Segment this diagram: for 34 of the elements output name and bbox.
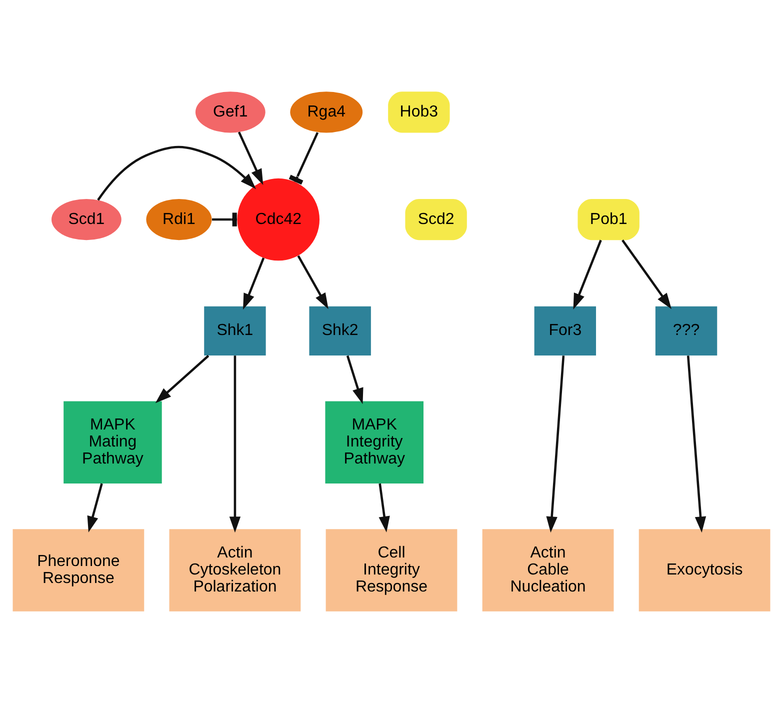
node-box: Shk1 xyxy=(204,306,266,355)
node-box: Cell Integrity Response xyxy=(326,528,458,611)
arrow xyxy=(229,355,241,532)
node-box: For3 xyxy=(534,306,596,355)
node-ellipse: Gef1 xyxy=(195,91,266,132)
arrow xyxy=(686,355,706,532)
node-box: Pheromone Response xyxy=(12,528,144,611)
arrow xyxy=(238,131,264,185)
connector xyxy=(212,212,237,226)
node-ellipse: Rdi1 xyxy=(146,198,212,240)
arrow xyxy=(622,239,672,309)
arrow xyxy=(243,257,265,310)
arrow xyxy=(155,354,210,403)
node-box: Pob1 xyxy=(578,198,640,240)
node-ellipse: Scd1 xyxy=(52,198,122,240)
arrow xyxy=(97,145,256,200)
arrow xyxy=(87,482,103,532)
node-box: Scd2 xyxy=(405,198,467,240)
node-box: Actin Cable Nucleation xyxy=(482,528,614,611)
connector xyxy=(288,132,319,184)
node-ellipse: Rga4 xyxy=(290,91,363,132)
arrow xyxy=(546,355,565,532)
arrow xyxy=(346,354,364,404)
node-box: Actin Cytoskeleton Polarization xyxy=(169,528,301,611)
node-box: Hob3 xyxy=(388,91,450,132)
arrow xyxy=(378,482,390,532)
node-box: MAPK Mating Pathway xyxy=(64,400,162,483)
node-box: ??? xyxy=(655,306,718,355)
arrow xyxy=(297,254,328,309)
node-circle: Cdc42 xyxy=(237,178,320,260)
node-box: Exocytosis xyxy=(638,528,770,611)
node-box: MAPK Integrity Pathway xyxy=(325,400,424,483)
arrow xyxy=(573,239,602,309)
node-box: Shk2 xyxy=(309,306,371,355)
